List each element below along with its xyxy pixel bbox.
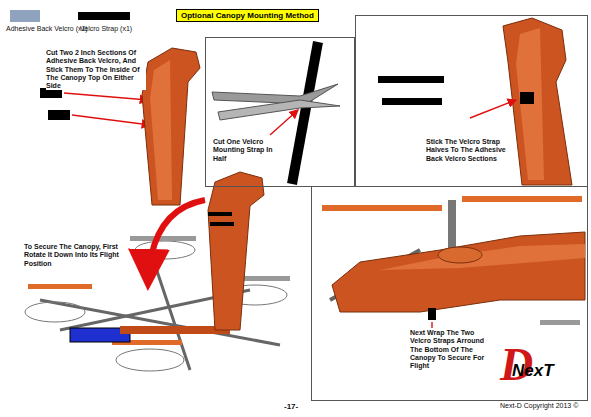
canopy [208, 172, 264, 330]
logo-text: NexT [512, 362, 554, 379]
velcro-strap-half [378, 76, 444, 83]
step-panel: Stick The Velcro Strap Halves To The Adh… [355, 15, 588, 187]
step-text: Cut One Velcro Mounting Strap In Half [213, 138, 283, 163]
copyright: Next-D Copyright 2013 © [500, 402, 578, 410]
step-text: Next Wrap The Two Velcro Straps Arround … [410, 329, 490, 370]
canopy [142, 48, 200, 205]
step-text: To Secure The Canopy, First Rotate It Do… [24, 243, 128, 268]
page-number: -17- [284, 402, 298, 411]
step-text: Stick The Velcro Strap Halves To The Adh… [426, 138, 512, 163]
helicopter-frame [25, 236, 290, 371]
scissors [212, 84, 338, 104]
velcro-piece [48, 110, 70, 120]
step-text: Cut Two 2 Inch Sections Of Adhesive Back… [46, 49, 146, 90]
velcro-strap [292, 42, 318, 184]
legend-text: Velcro Strap (x1) [80, 25, 132, 33]
helicopter [322, 196, 585, 325]
step-panel: Cut One Velcro Mounting Strap In Half [205, 37, 355, 187]
legend-text: Adhesive Back Velcro (x1) [6, 25, 88, 33]
rotate-arrow [148, 200, 205, 285]
velcro-strap-half [382, 98, 442, 105]
title-box: Optional Canopy Mounting Method [176, 9, 319, 22]
legend-swatch [10, 10, 40, 22]
legend-swatch [78, 12, 130, 20]
